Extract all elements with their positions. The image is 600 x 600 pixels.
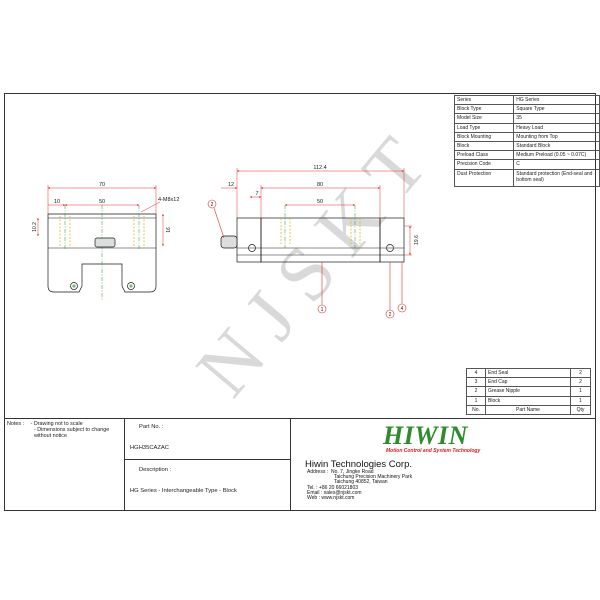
dim-front-right-height: 16 <box>166 227 172 233</box>
dim-front-thread: 4-M8x12 <box>158 197 179 203</box>
address-line-1: No. 7, Jingke Road <box>331 469 374 475</box>
hiwin-slogan: Motion Control and System Technology <box>386 448 481 454</box>
dim-front-edge: 10 <box>54 199 60 205</box>
side-view-dimensions <box>221 168 412 256</box>
note-not-to-scale: - Drawing not to scale <box>30 421 83 427</box>
front-view-dimensions <box>37 185 164 247</box>
dim-front-width: 70 <box>99 182 105 188</box>
side-view-endcap-right <box>379 217 405 263</box>
note-dimensions-change: - Dimensions subject to change <box>34 427 110 434</box>
side-view-hidden-holes <box>280 218 361 244</box>
company-tel: Tel. : +86 20 66021803 <box>307 485 359 491</box>
balloon-grease-nipple: 2 <box>211 202 214 208</box>
part-balloons <box>207 199 407 319</box>
dim-side-endcap: 7 <box>255 191 258 197</box>
front-view-outline <box>47 213 157 293</box>
notes-block: Notes : - Drawing not to scale - Dimensi… <box>4 418 125 511</box>
balloon-end-cap: 2 <box>389 312 392 318</box>
dim-side-height: 19.6 <box>414 235 420 245</box>
balloon-end-seal: 4 <box>401 306 404 312</box>
front-view-grease-nipple <box>94 237 116 248</box>
side-view-grease-nipple <box>220 235 238 249</box>
description-label: Description : <box>139 467 172 473</box>
balloon-block: 1 <box>321 307 324 313</box>
note-without-notice: without notice <box>34 433 67 440</box>
dim-side-seal: 12 <box>228 182 234 188</box>
side-view-block <box>260 217 381 263</box>
hiwin-logo: HIWIN <box>383 421 468 450</box>
notes-label: Notes : <box>7 421 25 427</box>
dim-front-hole-spacing: 50 <box>99 199 105 205</box>
part-info-block: Part No. : HGH35CAZAC Description : HG S… <box>125 418 291 511</box>
part-no-label: Part No. : <box>139 424 164 430</box>
front-view <box>47 205 157 300</box>
address-label: Address : <box>307 469 329 475</box>
company-web: Web : www.njskt.com <box>307 495 355 501</box>
dim-side-body: 80 <box>317 182 323 188</box>
side-view-endcap-left <box>236 217 262 263</box>
company-block: HIWIN Motion Control and System Technolo… <box>291 418 596 511</box>
dim-front-left-height: 10.2 <box>32 222 38 232</box>
part-no-value: HGH35CAZAC <box>130 445 169 451</box>
dim-side-overall: 112.4 <box>313 165 326 171</box>
company-name: Hiwin Technologies Corp. <box>305 459 413 470</box>
notes-line-1: Notes : - Drawing not to scale <box>7 421 121 427</box>
dim-side-hole-spacing: 50 <box>317 199 323 205</box>
front-view-centerlines <box>64 205 140 300</box>
company-email: Email : sales@njskt.com <box>307 490 362 496</box>
address-line-3: Taichung 40852, Taiwan <box>334 479 388 485</box>
drawing-frame <box>4 93 596 511</box>
address-line-2: Taichung Precision Machinery Park <box>334 474 413 480</box>
part-info-divider <box>125 459 290 460</box>
side-view <box>220 205 405 263</box>
front-view-hidden-holes <box>59 216 145 246</box>
description-value: HG Series - Interchangeable Type - Block <box>130 488 237 494</box>
